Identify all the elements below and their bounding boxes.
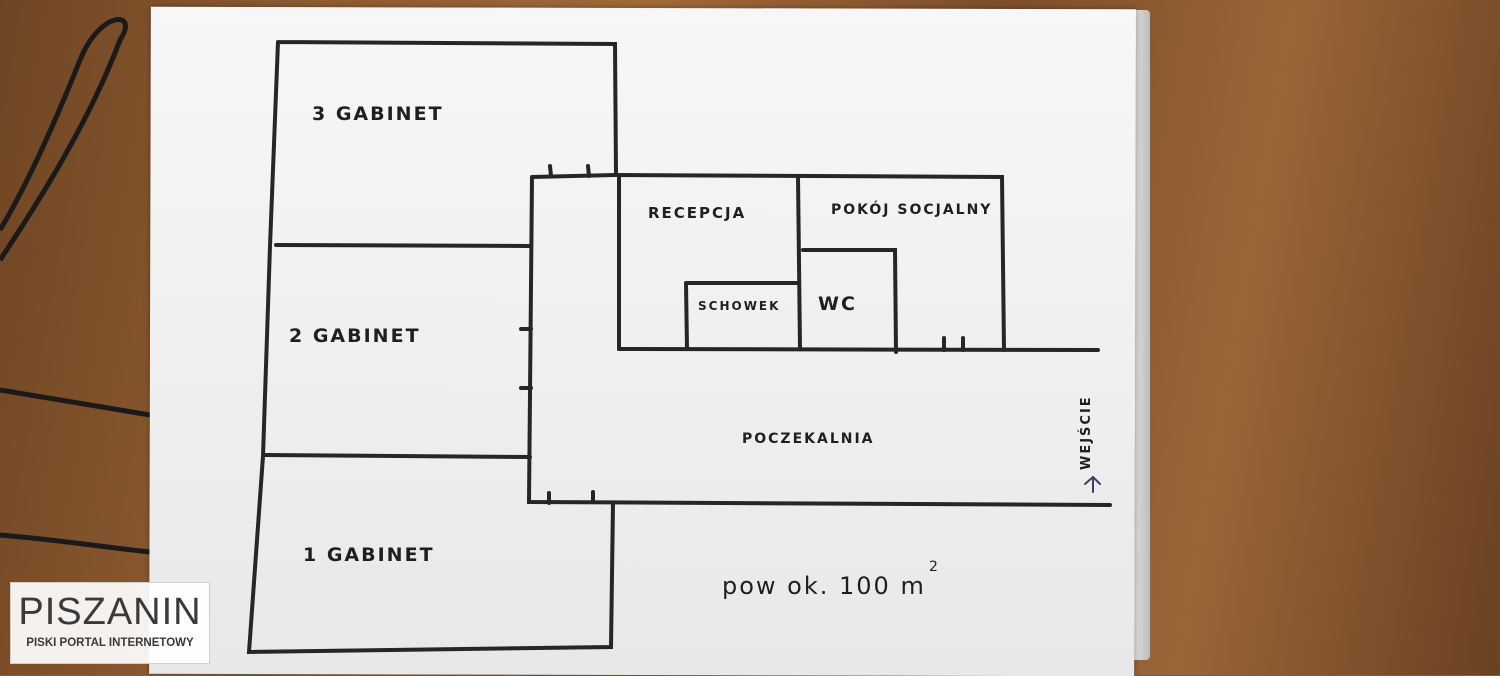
walls bbox=[246, 40, 1112, 655]
wall-schowek bbox=[684, 281, 800, 351]
watermark-tagline: PISKI PORTAL INTERNETOWY bbox=[26, 637, 194, 649]
wall-upper-rooms bbox=[617, 173, 1006, 352]
label-gabinet-2: 2 GABINET bbox=[289, 325, 421, 347]
area-note-superscript: 2 bbox=[929, 559, 940, 575]
room-labels: 3 GABINET 2 GABINET 1 GABINET RECEPCJA P… bbox=[289, 103, 1094, 566]
entrance-arrow bbox=[1084, 475, 1101, 493]
label-pokoj-socjalny: POKÓJ SOCJALNY bbox=[831, 200, 992, 218]
label-wc: WC bbox=[818, 293, 857, 315]
area-note-text: pow ok. 100 m bbox=[722, 572, 926, 600]
wall-gabinet-divider-lower bbox=[263, 453, 532, 459]
wall-corridor bbox=[526, 173, 1112, 507]
wall-gabinet-divider-upper bbox=[274, 243, 532, 248]
label-wejscie: WEJŚCIE bbox=[1078, 395, 1094, 470]
cable-middle bbox=[0, 387, 151, 418]
wall-gabinets-outer bbox=[246, 40, 618, 655]
label-schowek: SCHOWEK bbox=[698, 299, 780, 313]
label-poczekalnia: POCZEKALNIA bbox=[742, 431, 875, 447]
watermark-logo: PISZANIN PISKI PORTAL INTERNETOWY bbox=[10, 582, 210, 664]
area-note: pow ok. 100 m 2 bbox=[722, 559, 940, 600]
cable-loop bbox=[0, 17, 128, 262]
cable-bottom bbox=[0, 532, 151, 555]
wall-upper-rooms-bottom bbox=[617, 347, 1100, 352]
label-gabinet-3: 3 GABINET bbox=[312, 103, 444, 125]
label-recepcja: RECEPCJA bbox=[648, 204, 746, 222]
label-gabinet-1: 1 GABINET bbox=[303, 544, 435, 566]
wall-recepcja-right bbox=[796, 174, 802, 351]
wall-wc bbox=[801, 248, 898, 354]
watermark-name: PISZANIN bbox=[18, 591, 202, 633]
door-ticks bbox=[519, 164, 965, 505]
